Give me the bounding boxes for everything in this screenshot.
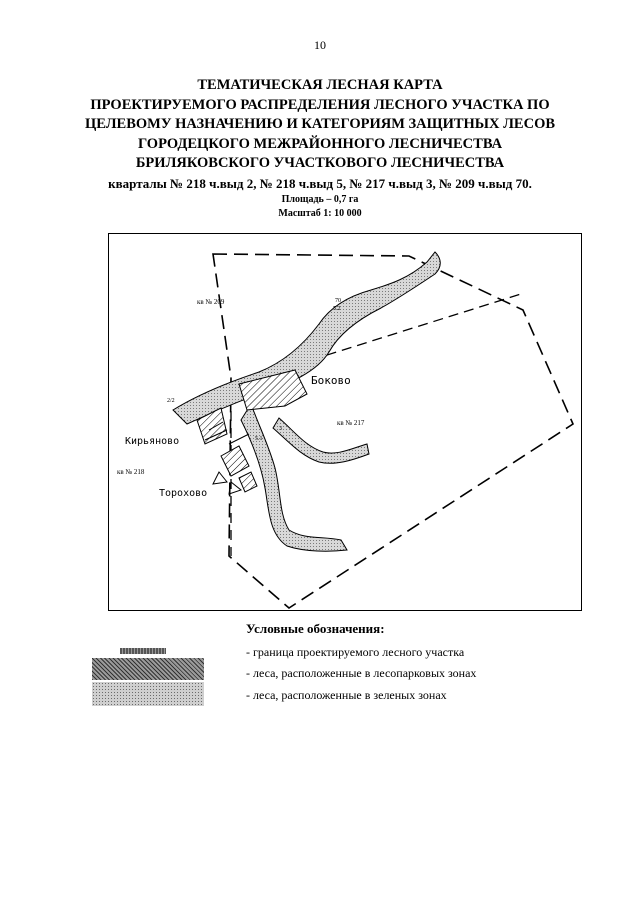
stream-zone <box>272 417 370 464</box>
label-bokovo: Боково <box>311 374 351 387</box>
label-vyd-70: 70 <box>335 298 341 304</box>
title-block: ТЕМАТИЧЕСКАЯ ЛЕСНАЯ КАРТА ПРОЕКТИРУЕМОГО… <box>40 76 600 221</box>
parcel-lines <box>204 421 250 445</box>
title-line-1: ТЕМАТИЧЕСКАЯ ЛЕСНАЯ КАРТА <box>197 77 443 93</box>
legend-item-green: - леса, расположенные в зеленых зонах <box>246 688 447 702</box>
parcel-torokhovo <box>220 445 250 477</box>
legend-item-boundary: - граница проектируемого лесного участка <box>246 645 465 659</box>
legend-swatch-forestpark <box>92 658 204 680</box>
title-line-4: ГОРОДЕЦКОГО МЕЖРАЙОННОГО ЛЕСНИЧЕСТВА <box>137 135 503 152</box>
legend-swatch-boundary <box>120 648 166 654</box>
scale-line: Масштаб 1: 10 000 <box>278 207 362 219</box>
page-number: 10 <box>314 38 326 52</box>
forest-map: кв № 209 кв № 217 кв № 218 Боково Кирьян… <box>108 233 582 611</box>
label-kv217: кв № 217 <box>337 419 365 427</box>
label-kiryanovo: Кирьяново <box>125 436 179 447</box>
legend-swatch-green <box>92 682 204 706</box>
map-drawing: кв № 209 кв № 217 кв № 218 Боково Кирьян… <box>117 251 575 609</box>
parcel-bokovo <box>238 369 308 411</box>
title-line-5: БРИЛЯКОВСКОГО УЧАСТКОВОГО ЛЕСНИЧЕСТВА <box>135 155 505 171</box>
small-triangles <box>212 471 243 495</box>
parcel-small <box>238 471 258 493</box>
river-lower-zone <box>240 402 348 552</box>
label-vyd-22: 2/2 <box>167 398 175 404</box>
label-torokhovo: Торохово <box>159 488 207 499</box>
legend-title: Условные обозначения: <box>246 621 385 636</box>
quarters-line: кварталы № 218 ч.выд 2, № 218 ч.выд 5, №… <box>108 175 532 191</box>
legend-item-forestpark: - леса, расположенные в лесопарковых зон… <box>246 666 477 680</box>
label-vyd-51: 5.1 <box>255 436 263 442</box>
label-vyd-52: 5.2 <box>333 306 341 312</box>
river-zone <box>172 251 441 425</box>
area-line: Площадь – 0,7 га <box>281 193 359 205</box>
planned-boundary <box>212 253 575 609</box>
title-line-2: ПРОЕКТИРУЕМОГО РАСПРЕДЕЛЕНИЯ ЛЕСНОГО УЧА… <box>90 96 550 113</box>
parcel-kiryanovo <box>196 407 228 445</box>
label-kv209: кв № 209 <box>197 298 225 306</box>
title-line-3: ЦЕЛЕВОМУ НАЗНАЧЕНИЮ И КАТЕГОРИЯМ ЗАЩИТНЫ… <box>84 116 556 132</box>
label-kv218: кв № 218 <box>117 468 145 476</box>
label-vyd-3: 3 <box>279 426 282 432</box>
